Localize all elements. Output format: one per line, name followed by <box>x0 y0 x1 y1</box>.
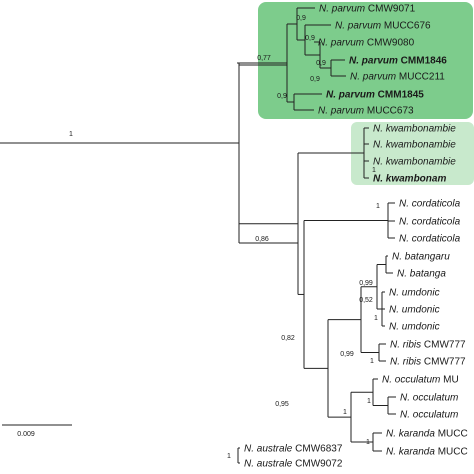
support-value: 1 <box>343 409 347 416</box>
tip-label: N. cordaticola <box>399 234 461 245</box>
support-value: 0,9 <box>277 93 287 100</box>
support-value: 0,99 <box>359 280 373 287</box>
tip-label: N. kwambonam <box>373 174 446 185</box>
support-value: 0,95 <box>275 401 289 408</box>
tip-label: N. parvum MUCC211 <box>350 72 445 83</box>
support-value: 1 <box>370 358 374 365</box>
tip-label: N. kwambonambie <box>373 157 456 168</box>
support-value: 0,86 <box>255 236 269 243</box>
tip-label: N. ribis CMW777 <box>390 340 466 351</box>
scale-bar-label: 0.009 <box>17 431 35 438</box>
tip-label: N. occulatum <box>400 393 458 404</box>
support-value: 0,9 <box>310 76 320 83</box>
support-value: 0,82 <box>281 335 295 342</box>
support-value: 0,9 <box>305 35 315 42</box>
support-value: 0,99 <box>340 351 354 358</box>
tip-label: N. kwambonambie <box>373 124 456 135</box>
tip-label: N. umdonic <box>389 288 440 299</box>
tip-label: N. karanda MUCC <box>386 429 468 440</box>
tip-label: N. ribis CMW777 <box>390 357 466 368</box>
support-value: 1 <box>367 398 371 405</box>
support-value: 1 <box>227 453 231 460</box>
tip-label: N. australe CMW6837 <box>244 444 343 455</box>
support-value: 0,9 <box>296 15 306 22</box>
tip-label: N. occulatum MU <box>382 375 459 386</box>
support-value: 0,77 <box>257 55 271 62</box>
tip-label: N. occulatum <box>400 410 458 421</box>
clade-highlight-parvum <box>258 2 473 119</box>
support-value: 0,52 <box>359 297 373 304</box>
tip-label: N. kwambonambie <box>373 140 456 151</box>
tip-label: N. umdonic <box>389 322 440 333</box>
tip-label: N. australe CMW9072 <box>244 459 343 470</box>
support-value: 1 <box>366 439 370 446</box>
tip-label: N. parvum CMM1845 <box>326 90 424 101</box>
support-value: 0,9 <box>316 60 326 67</box>
support-value: 1 <box>374 315 378 322</box>
tip-label: N. parvum MUCC676 <box>335 21 431 32</box>
tip-label: N. parvum CMM1846 <box>349 56 447 67</box>
tip-label: N. batanga <box>397 269 446 280</box>
support-value: 1 <box>372 167 376 174</box>
tip-label: N. umdonic <box>389 305 440 316</box>
support-value: 1 <box>376 203 380 210</box>
tip-label: N. cordaticola <box>399 199 461 210</box>
clade-highlight-kwambonambiense <box>351 122 474 185</box>
tip-label: N. cordaticola <box>399 217 461 228</box>
tip-label: N. parvum CMW9071 <box>319 4 416 15</box>
support-value: 1 <box>69 131 73 138</box>
tip-label: N. parvum MUCC673 <box>318 106 414 117</box>
tip-label: N. parvum CMW9080 <box>318 38 415 49</box>
tip-label: N. karanda MUCC <box>386 447 468 458</box>
tip-label: N. batangaru <box>392 252 450 263</box>
